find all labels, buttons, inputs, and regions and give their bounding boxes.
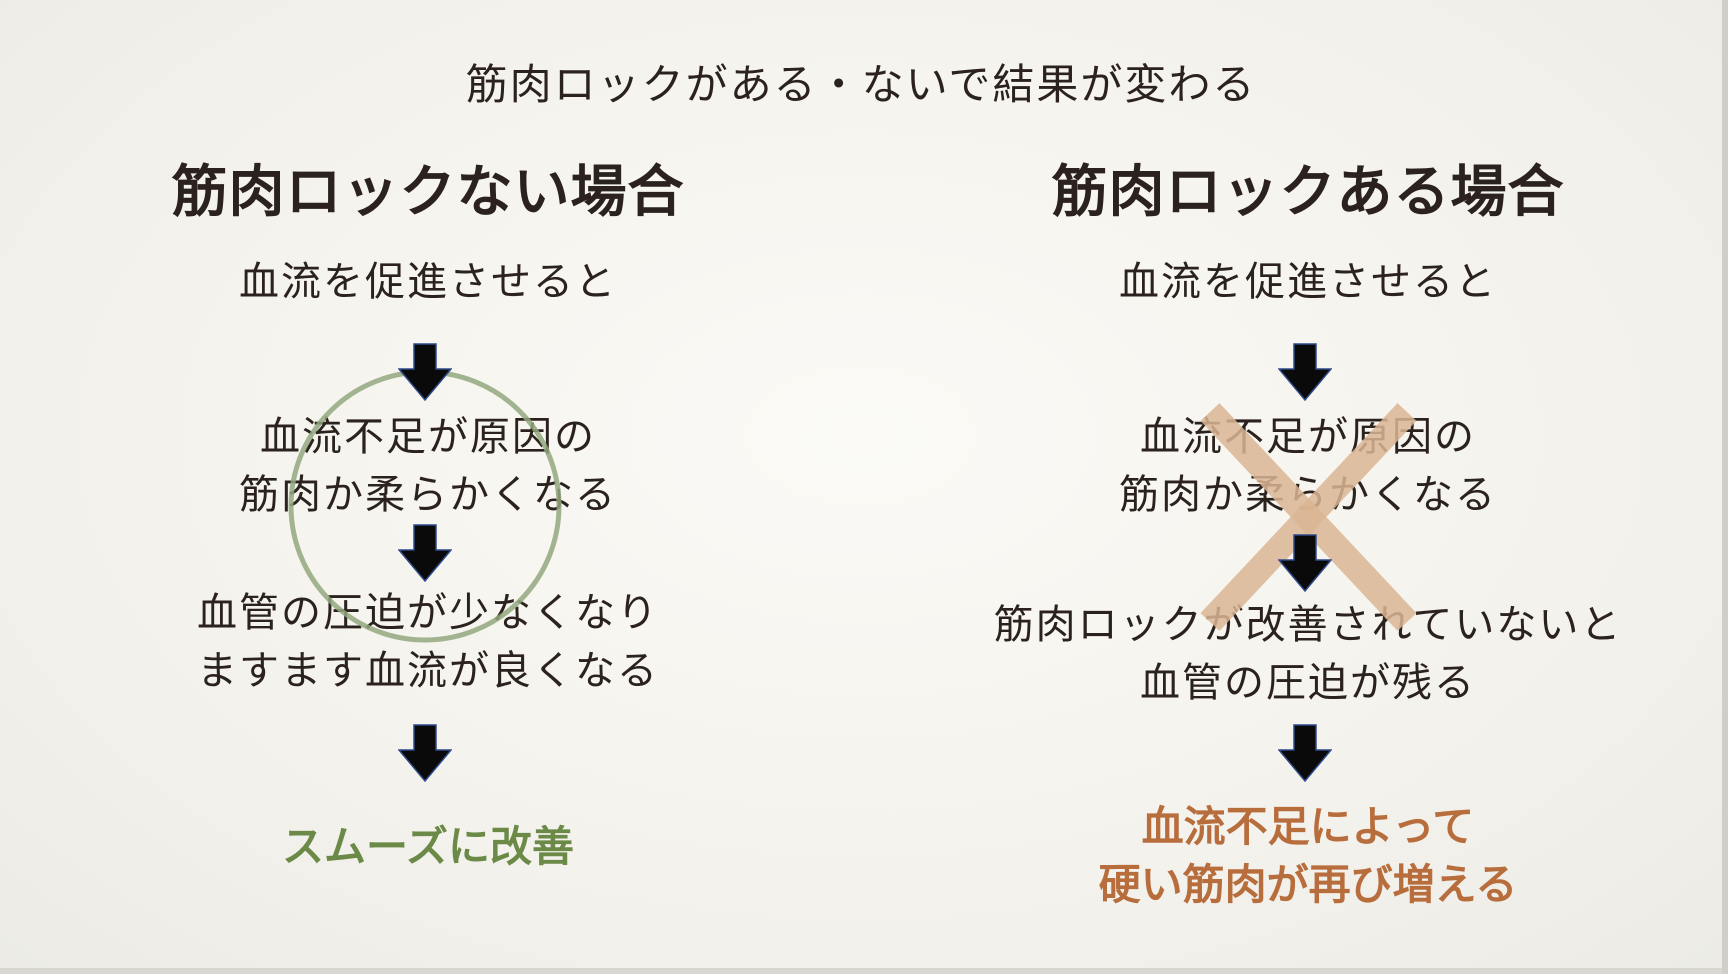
down-arrow-icon [1278,534,1332,592]
left-step-2-line-2: 筋肉か柔らかくなる [239,472,617,518]
right-step-3: 筋肉ロックが改善されていないと 血管の圧迫が残る [928,596,1688,712]
left-step-3: 血管の圧迫が少なくなり ますます血流が良くなる [48,584,808,700]
right-result-line-1: 血流不足によって [1141,802,1475,851]
down-arrow-icon [398,343,452,401]
right-step-2-line-1: 血流不足が原因の [1140,414,1476,460]
left-heading: 筋肉ロックない場合 [171,159,685,225]
right-step-3-line-2: 血管の圧迫が残る [1140,660,1476,706]
down-arrow-icon [1278,724,1332,782]
right-step-2: 血流不足が原因の 筋肉か柔らかくなる [928,408,1688,524]
slide-title: 筋肉ロックがある・ないで結果が変わる [465,60,1257,109]
left-step-2: 血流不足が原因の 筋肉か柔らかくなる [48,408,808,524]
left-step-1: 血流を促進させると [239,259,617,305]
right-step-3-line-1: 筋肉ロックが改善されていないと [993,602,1623,648]
down-arrow-icon [398,724,452,782]
bottom-border [0,968,1728,974]
left-step-2-line-1: 血流不足が原因の [260,414,596,460]
right-result-line-2: 硬い筋肉が再び増える [1098,860,1518,909]
right-step-2-line-2: 筋肉か柔らかくなる [1119,472,1497,518]
right-result: 血流不足によって 硬い筋肉が再び増える [928,798,1688,914]
left-step-3-line-1: 血管の圧迫が少なくなり [197,590,659,636]
right-border [1722,0,1728,974]
down-arrow-icon [398,524,452,582]
left-result: スムーズに改善 [282,822,574,871]
down-arrow-icon [1278,343,1332,401]
right-step-1: 血流を促進させると [1119,259,1497,305]
left-step-3-line-2: ますます血流が良くなる [197,648,659,694]
right-heading: 筋肉ロックある場合 [1051,159,1565,225]
